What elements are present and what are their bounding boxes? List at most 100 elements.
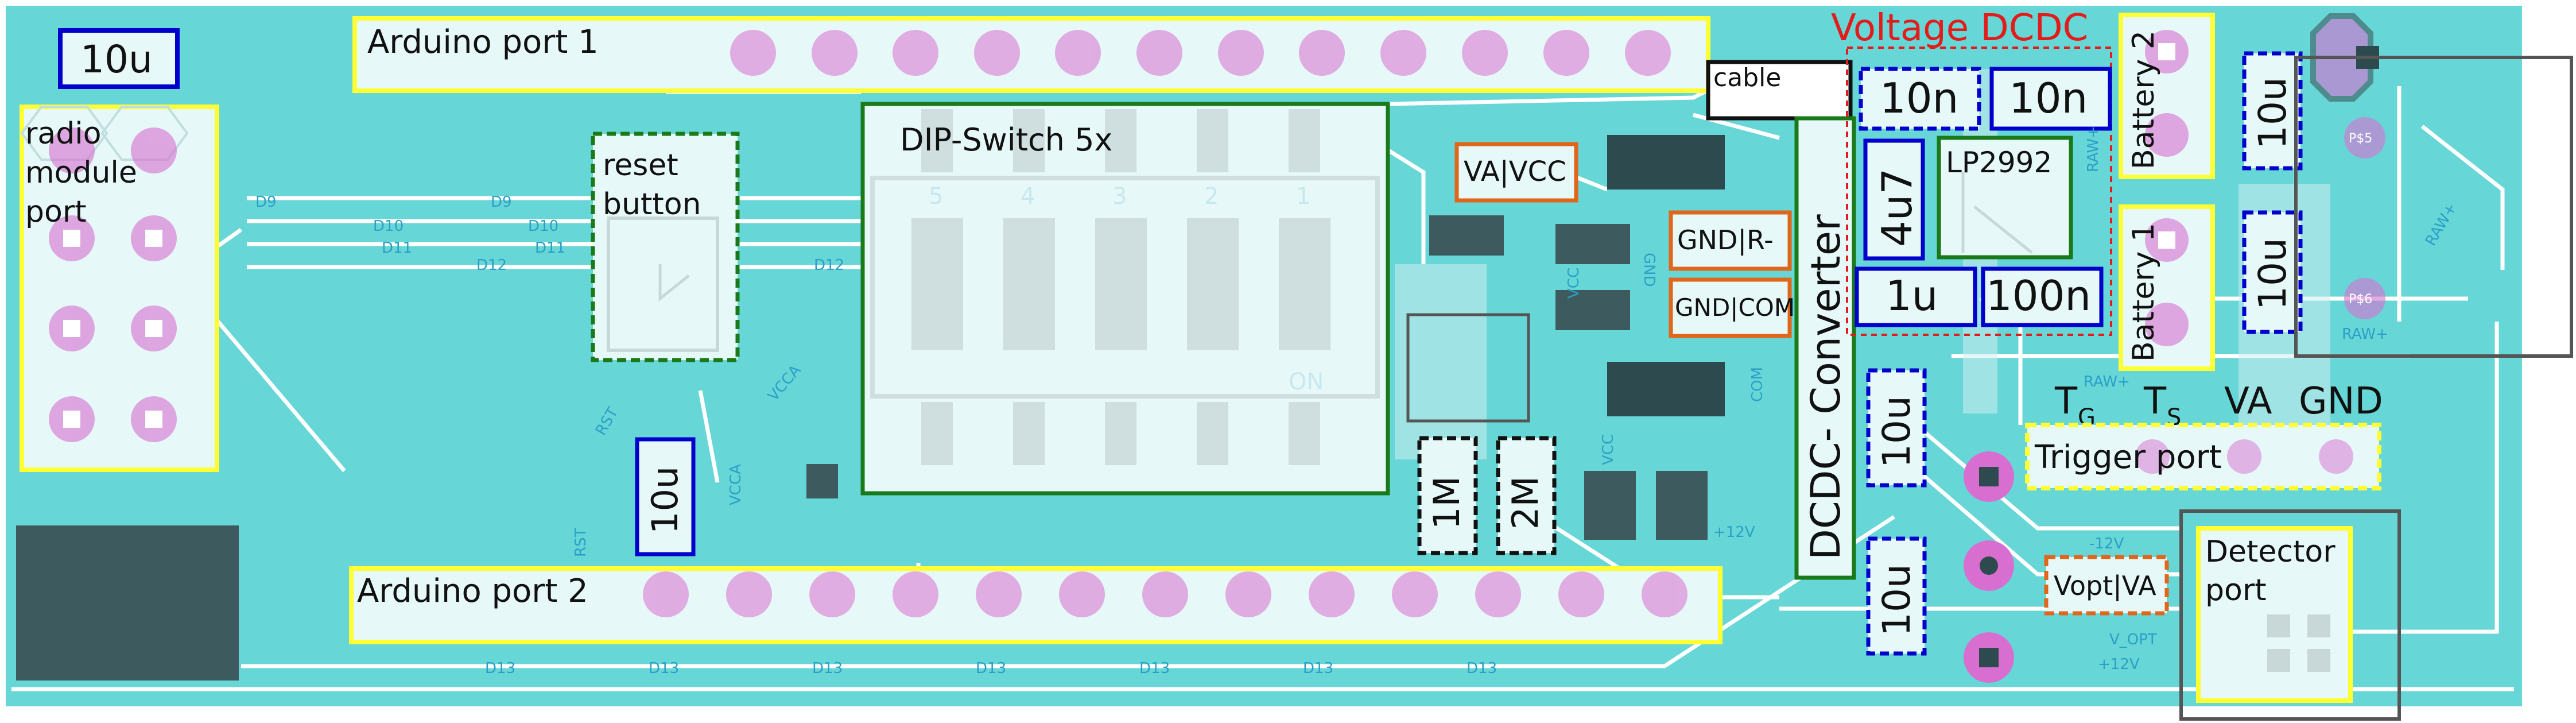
- svg-text:D11: D11: [535, 239, 565, 257]
- svg-text:V_OPT: V_OPT: [2109, 631, 2157, 648]
- svg-text:1M: 1M: [1426, 476, 1468, 529]
- mounting-block: [16, 525, 239, 681]
- svg-text:RAW+: RAW+: [2084, 373, 2130, 391]
- cap-10n-a: 10n: [1859, 67, 1981, 131]
- resistor-2m: 2M: [1496, 436, 1557, 555]
- svg-text:10u: 10u: [644, 466, 686, 534]
- arduino-port-1-label: Arduino port 1: [367, 24, 599, 61]
- jumper-gnd-r: GND|R-: [1669, 210, 1792, 271]
- mounting-pads-right: P$5 P$6: [2294, 13, 2573, 358]
- cap-100n: 100n: [1981, 266, 2104, 327]
- svg-text:Trigger port: Trigger port: [2034, 439, 2222, 476]
- svg-text:COM: COM: [1749, 367, 1766, 402]
- svg-text:1: 1: [1296, 183, 1310, 210]
- svg-text:5: 5: [929, 183, 943, 210]
- svg-text:RAW+: RAW+: [2085, 126, 2102, 172]
- svg-text:port: port: [2205, 573, 2267, 608]
- cap-10u-bottom-left: 10u: [635, 437, 696, 556]
- svg-text:10u: 10u: [80, 37, 153, 82]
- svg-text:D13: D13: [1139, 660, 1170, 677]
- svg-text:D13: D13: [1303, 660, 1333, 677]
- battery-1-connector: Battery 1: [2119, 204, 2215, 371]
- svg-text:GND: GND: [2299, 380, 2383, 423]
- cap-10u-battery-1: 10u: [2242, 210, 2303, 334]
- svg-text:cable: cable: [1713, 63, 1781, 92]
- cap-10u-battery-2: 10u: [2242, 51, 2303, 171]
- svg-text:P$5: P$5: [2349, 132, 2372, 146]
- reset-label-2: button: [603, 187, 701, 222]
- svg-text:D9: D9: [491, 194, 512, 211]
- svg-text:10u: 10u: [2251, 238, 2295, 310]
- dcdc-converter: DCDC- Converter: [1794, 116, 1856, 580]
- svg-text:10n: 10n: [2009, 74, 2088, 122]
- svg-text:4: 4: [1021, 183, 1035, 210]
- svg-text:10u: 10u: [1875, 564, 1919, 636]
- svg-text:VCC: VCC: [1565, 268, 1582, 299]
- svg-text:+12V: +12V: [2098, 656, 2140, 673]
- svg-text:VCC: VCC: [1600, 434, 1617, 465]
- svg-text:D9: D9: [255, 194, 277, 211]
- svg-text:D13: D13: [812, 660, 843, 677]
- arduino-port-2: Arduino port 2: [349, 566, 1722, 644]
- svg-text:10u: 10u: [1875, 396, 1919, 468]
- radio-label-2: module: [25, 156, 137, 190]
- svg-text:10n: 10n: [1880, 74, 1958, 122]
- cap-10u-dcdc-b: 10u: [1866, 536, 1927, 656]
- svg-text:4u7: 4u7: [1873, 168, 1921, 247]
- svg-text:T: T: [2054, 380, 2078, 423]
- svg-text:10u: 10u: [2251, 77, 2295, 149]
- detector-port: Detector port: [2179, 509, 2401, 721]
- trigger-port: Trigger port: [2025, 423, 2381, 490]
- svg-text:D10: D10: [373, 218, 404, 235]
- cap-4u7: 4u7: [1863, 138, 1925, 261]
- svg-text:D13: D13: [485, 660, 515, 677]
- svg-text:Battery 2: Battery 2: [2127, 30, 2161, 169]
- cap-1u: 1u: [1855, 266, 1977, 327]
- svg-text:RAW+: RAW+: [2342, 326, 2388, 343]
- jumper-vopt-va: Vopt|VA: [2044, 555, 2169, 616]
- svg-text:Vopt|VA: Vopt|VA: [2054, 570, 2156, 602]
- jumper-gnd-com: GND|COM: [1669, 277, 1795, 338]
- svg-text:D13: D13: [976, 660, 1006, 677]
- svg-text:T: T: [2143, 380, 2167, 423]
- svg-text:2: 2: [1204, 183, 1219, 210]
- reset-label-1: reset: [603, 148, 678, 183]
- svg-text:D12: D12: [814, 257, 844, 274]
- cable-connector: cable: [1706, 60, 1853, 121]
- cap-10u-dcdc-a: 10u: [1866, 368, 1927, 488]
- svg-text:VCCA: VCCA: [727, 464, 744, 505]
- through-hole-pads: [1964, 451, 2014, 683]
- diode-outline: [1406, 313, 1530, 423]
- cap-10u-top-left: 10u: [58, 28, 180, 89]
- svg-text:2M: 2M: [1504, 476, 1546, 529]
- svg-text:DCDC- Converter: DCDC- Converter: [1802, 214, 1849, 560]
- svg-text:D11: D11: [382, 239, 412, 257]
- svg-text:3: 3: [1112, 183, 1127, 210]
- svg-text:P$6: P$6: [2349, 292, 2372, 307]
- svg-text:VA|VCC: VA|VCC: [1464, 156, 1566, 188]
- dip-switch-label: DIP-Switch 5x: [900, 122, 1112, 158]
- svg-text:1u: 1u: [1886, 272, 1938, 320]
- cap-10n-b: 10n: [1989, 67, 2112, 131]
- radio-label-1: radio: [25, 117, 102, 151]
- radio-label-3: port: [25, 195, 87, 229]
- jumper-va-vcc: VA|VCC: [1454, 142, 1578, 203]
- svg-text:D13: D13: [649, 660, 679, 677]
- svg-text:-12V: -12V: [2089, 535, 2124, 552]
- svg-text:D12: D12: [476, 257, 507, 274]
- reset-button-footprint: reset button: [591, 132, 740, 362]
- battery-2-connector: Battery 2: [2119, 13, 2215, 179]
- svg-text:VA: VA: [2224, 380, 2272, 423]
- svg-text:+12V: +12V: [1713, 524, 1755, 541]
- svg-text:RST: RST: [572, 528, 589, 557]
- smd-parts: [806, 135, 1725, 540]
- svg-text:D10: D10: [528, 218, 558, 235]
- arduino-port-2-label: Arduino port 2: [357, 573, 588, 610]
- regulator-lp2992: LP2992: [1937, 136, 2073, 260]
- svg-text:GND|R-: GND|R-: [1677, 225, 1774, 256]
- arduino-port-1: Arduino port 1: [352, 16, 1710, 93]
- trigger-pin-labels: T G T S VA GND: [2054, 380, 2383, 431]
- svg-text:100n: 100n: [1986, 272, 2091, 320]
